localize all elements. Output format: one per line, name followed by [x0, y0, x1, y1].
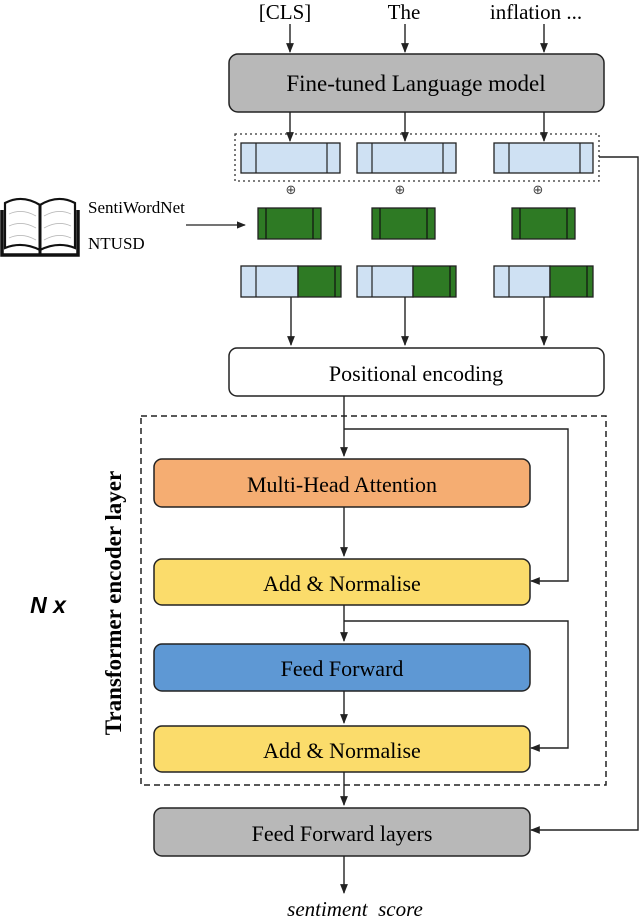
- add-normalise-label-1: Add & Normalise: [263, 571, 421, 596]
- add-normalise-box-1: [153, 558, 531, 606]
- plus-icon-2: ⊕: [395, 182, 406, 197]
- feed-forward-label: Feed Forward: [281, 656, 404, 681]
- feed-forward-box: [153, 643, 531, 692]
- sentiment-vector-1: [257, 207, 322, 240]
- embedding-group-outline: [234, 133, 600, 182]
- concat-vector-1: [240, 265, 342, 298]
- positional-encoding-label: Positional encoding: [329, 361, 503, 386]
- token-the: The: [388, 0, 421, 24]
- output-label: sentiment score: [287, 897, 423, 921]
- encoder-side-label: Transformer encoder layer: [101, 471, 126, 735]
- sentiment-vector-3: [511, 207, 576, 240]
- multi-head-attention-box: [153, 458, 531, 508]
- add-normalise-box-2: [153, 725, 531, 773]
- multi-head-attention-label: Multi-Head Attention: [247, 472, 437, 497]
- residual-path-2: [344, 620, 569, 752]
- add-normalise-label-2: Add & Normalise: [263, 738, 421, 763]
- concat-vector-3: [493, 265, 594, 298]
- sentiment-vector-2: [371, 207, 436, 240]
- encoder-layer-outline: [140, 415, 607, 786]
- token-cls: [CLS]: [259, 0, 312, 24]
- embedding-vector-3: [493, 142, 594, 174]
- positional-encoding-box: [228, 347, 605, 397]
- embedding-vector-1: [240, 142, 341, 174]
- lexicon-ntusd: NTUSD: [88, 234, 145, 253]
- feed-forward-layers-label: Feed Forward layers: [252, 821, 433, 846]
- repeat-label: N x: [30, 592, 67, 618]
- open-book-icon: [0, 197, 80, 257]
- token-inflation: inflation ...: [490, 0, 582, 24]
- language-model-label: Fine-tuned Language model: [286, 71, 545, 96]
- feed-forward-layers-box: [153, 807, 531, 857]
- residual-path-1: [344, 428, 569, 585]
- concat-vector-2: [356, 265, 457, 298]
- plus-icon-1: ⊕: [286, 182, 297, 197]
- language-model-box: [228, 53, 605, 113]
- plus-icon-3: ⊕: [533, 182, 544, 197]
- skip-connection-path: [530, 156, 639, 834]
- lexicon-sentiwordnet: SentiWordNet: [88, 198, 185, 217]
- embedding-vector-2: [356, 142, 457, 174]
